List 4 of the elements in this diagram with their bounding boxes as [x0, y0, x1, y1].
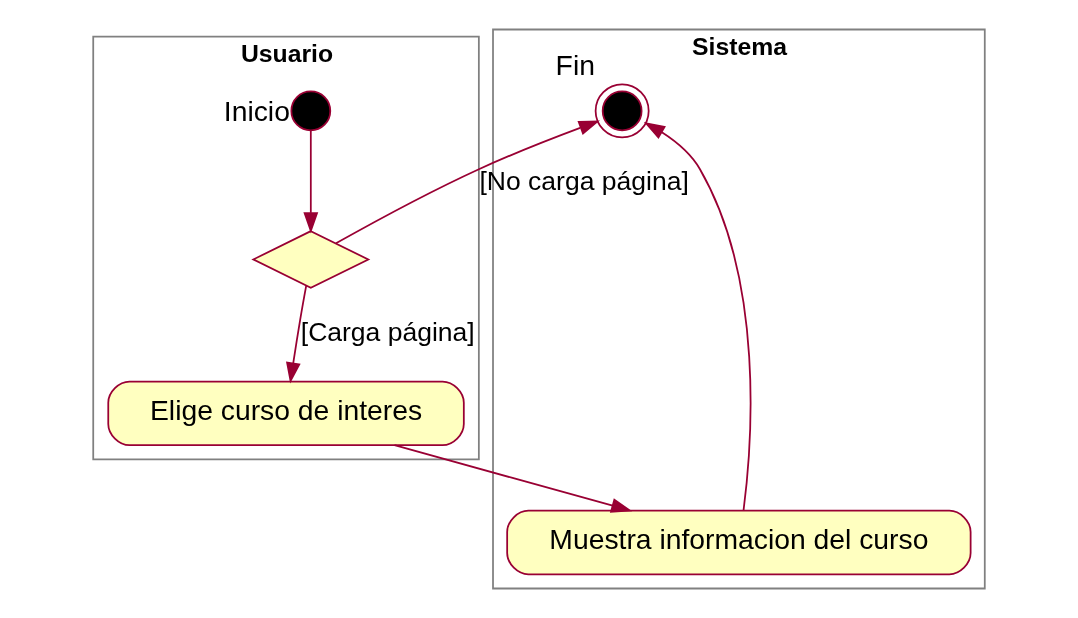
node-label: Inicio — [223, 95, 290, 128]
node-label: Fin — [555, 49, 595, 82]
edge-label: [No carga página] — [479, 166, 689, 197]
edge-label: [Carga página] — [300, 316, 475, 347]
